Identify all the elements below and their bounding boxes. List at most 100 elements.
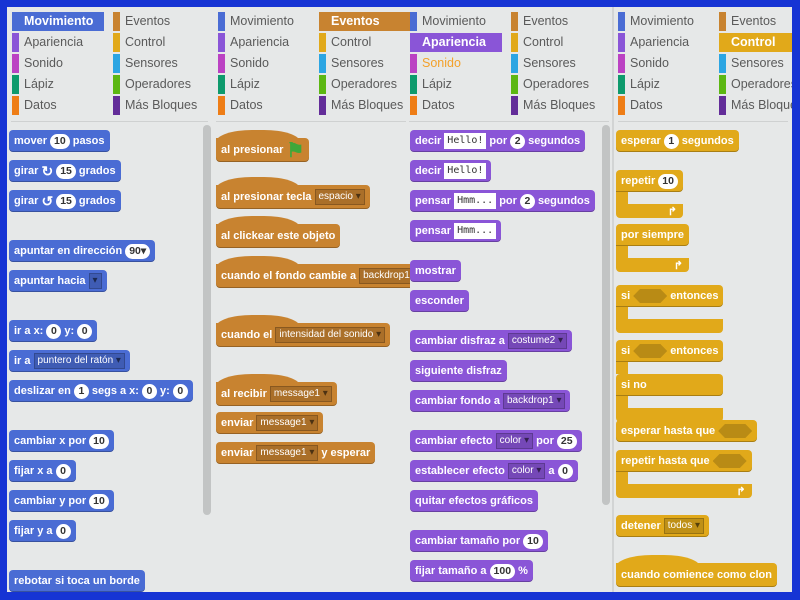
block-repetir-hasta-que[interactable]: repetir hasta que↱: [616, 450, 752, 498]
block-establecer-efecto-a[interactable]: establecer efectocolora0: [410, 460, 578, 482]
category-label: Movimiento: [230, 14, 294, 28]
dropdown-input[interactable]: color: [507, 463, 546, 479]
dropdown-input[interactable]: color: [495, 433, 534, 449]
block-siguiente-disfraz[interactable]: siguiente disfraz: [410, 360, 507, 382]
dropdown-input[interactable]: message1: [256, 445, 319, 461]
number-input[interactable]: 2: [510, 133, 526, 149]
number-input[interactable]: 15: [56, 163, 76, 179]
dropdown-value: backdrop1: [363, 270, 410, 281]
boolean-slot[interactable]: [712, 454, 747, 468]
number-input[interactable]: 0: [55, 523, 71, 539]
block-cuando-comience-como-clon[interactable]: cuando comience como clon: [616, 555, 777, 587]
boolean-slot[interactable]: [718, 424, 753, 438]
block-text: detener: [621, 520, 661, 532]
dropdown-input[interactable]: costume2: [507, 333, 568, 349]
number-input[interactable]: 10: [89, 433, 109, 449]
number-input[interactable]: 2: [519, 193, 535, 209]
number-input[interactable]: 90▾: [125, 243, 151, 259]
dropdown-input[interactable]: backdrop1: [502, 393, 566, 409]
number-input[interactable]: 10: [658, 173, 678, 189]
block-mostrar[interactable]: mostrar: [410, 260, 461, 282]
dropdown-input[interactable]: message1: [256, 415, 319, 431]
number-input[interactable]: 0: [557, 463, 573, 479]
number-input[interactable]: 1: [663, 133, 679, 149]
dropdown-input[interactable]: message1: [269, 386, 332, 402]
block-esconder[interactable]: esconder: [410, 290, 469, 312]
category-color-bar: [12, 75, 19, 94]
block-rebotar-si-toca-un-borde[interactable]: rebotar si toca un borde: [9, 570, 145, 592]
block-quitar-efectos-gráficos[interactable]: quitar efectos gráficos: [410, 490, 538, 512]
number-input[interactable]: 10: [89, 493, 109, 509]
dropdown-input[interactable]: espacio: [314, 189, 365, 205]
block-al-presionar[interactable]: al presionar⚑: [216, 130, 310, 162]
text-input[interactable]: Hello!: [444, 163, 487, 179]
dropdown-input[interactable]: puntero del ratón: [33, 353, 125, 369]
block-al-clickear-este-objeto[interactable]: al clickear este objeto: [216, 216, 341, 248]
dropdown-input[interactable]: intensidad del sonido: [275, 327, 386, 343]
text-input[interactable]: Hmm...: [454, 193, 497, 209]
palette-separator: [11, 121, 208, 122]
number-input[interactable]: 10: [523, 533, 543, 549]
block-enviar-y-esperar[interactable]: enviarmessage1y esperar: [216, 442, 376, 464]
number-input[interactable]: 10: [50, 133, 70, 149]
block-text: segs a x:: [91, 385, 139, 397]
block-text: fijar y a: [14, 525, 53, 537]
block-text: entonces: [670, 290, 719, 302]
dropdown-input[interactable]: todos: [663, 518, 705, 534]
number-input[interactable]: 100: [489, 563, 516, 579]
number-input[interactable]: 0: [46, 323, 62, 339]
number-input[interactable]: 1: [73, 383, 89, 399]
text-input[interactable]: Hello!: [444, 133, 487, 149]
dropdown-input[interactable]: [88, 273, 102, 289]
number-input[interactable]: 15: [56, 193, 76, 209]
block-por-siempre[interactable]: por siempre↱: [616, 224, 689, 272]
text-input[interactable]: Hmm...: [454, 223, 497, 239]
block-apuntar-hacia[interactable]: apuntar hacia: [9, 270, 107, 292]
block-esperar-hasta-que[interactable]: esperar hasta que: [616, 420, 758, 442]
number-input[interactable]: 0: [55, 463, 71, 479]
number-input[interactable]: 0: [141, 383, 157, 399]
category-label: Más Bloques: [125, 98, 198, 112]
number-input[interactable]: 0: [172, 383, 188, 399]
category-label: Sensores: [125, 56, 178, 70]
number-input[interactable]: 25: [556, 433, 577, 449]
category-color-bar: [511, 12, 518, 31]
boolean-slot[interactable]: [633, 289, 668, 303]
palette-scrollbar[interactable]: [203, 125, 211, 515]
number-input[interactable]: 0: [77, 323, 93, 339]
block-cambiar-efecto-por[interactable]: cambiar efectocolorpor25: [410, 430, 582, 452]
boolean-slot[interactable]: [633, 344, 668, 358]
palette-scrollbar[interactable]: [602, 125, 610, 505]
dropdown-input[interactable]: backdrop1: [359, 268, 410, 284]
